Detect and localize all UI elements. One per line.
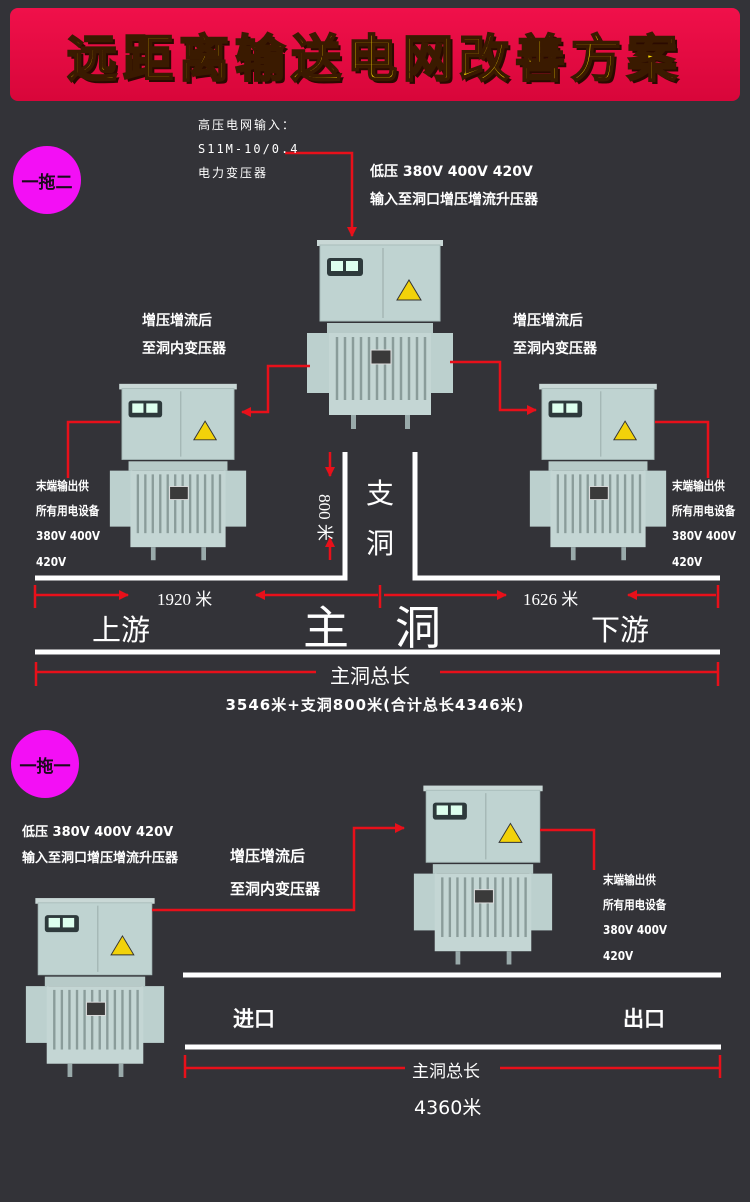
lv-description: 输入至洞口增压增流升压器 — [370, 192, 538, 208]
boost-2-line1: 增压增流后 — [230, 847, 306, 865]
output-label-2: 末端输出供 所有用电设备 380V 400V 420V — [603, 868, 667, 969]
main-tunnel-char-2: 洞 — [395, 603, 441, 654]
upstream-length: 1920 米 — [157, 590, 213, 609]
output-left-line3: 380V 400V — [36, 529, 101, 544]
title-banner: 远距离输送电网改善方案 — [10, 8, 740, 101]
output-left-label: 末端输出供 所有用电设备 380V 400V 420V — [36, 474, 100, 575]
output-right-label: 末端输出供 所有用电设备 380V 400V 420V — [672, 474, 736, 575]
output-left-line4: 420V — [36, 554, 67, 569]
main-total-label-2: 主洞总长 — [412, 1062, 480, 1082]
lv-voltage-2: 低压 380V 400V 420V — [22, 825, 174, 840]
page-title: 远距离输送电网改善方案 — [66, 28, 683, 89]
boost-left-line2: 至洞内变压器 — [142, 341, 226, 357]
hv-input-type: 电力变压器 — [198, 166, 269, 180]
branch-char-1: 支 — [366, 479, 395, 510]
output-left-line1: 末端输出供 — [36, 479, 89, 493]
downstream-length: 1626 米 — [523, 590, 579, 609]
main-tunnel-char-1: 主 — [303, 603, 349, 654]
boost-right-line2: 至洞内变压器 — [513, 341, 597, 357]
boost-left-line1: 增压增流后 — [142, 313, 212, 329]
output-2-line2: 所有用电设备 — [603, 898, 667, 913]
output-left-line2: 所有用电设备 — [36, 504, 100, 519]
hv-input-line: 高压电网输入： — [198, 118, 297, 132]
summary-total: 3546米+支洞800米(合计总长4346米) — [225, 696, 525, 714]
hv-input-model: S11M-10/0.4 — [198, 142, 300, 156]
lv-voltage: 低压 380V 400V 420V — [370, 164, 533, 180]
hv-input-label: 高压电网输入： S11M-10/0.4 电力变压器 — [198, 113, 299, 185]
total-length-2: 4360米 — [414, 1097, 482, 1119]
boost-right-label: 增压增流后 至洞内变压器 — [513, 307, 597, 363]
exit-label: 出口 — [623, 1007, 665, 1031]
output-2-line3: 380V 400V — [603, 923, 668, 938]
output-2-line1: 末端输出供 — [603, 873, 656, 887]
upstream-label: 上游 — [92, 615, 151, 647]
branch-char-2: 洞 — [366, 529, 395, 560]
output-right-line1: 末端输出供 — [672, 479, 725, 493]
boost-2-line2: 至洞内变压器 — [230, 880, 321, 898]
boost-label-2: 增压增流后 至洞内变压器 — [230, 840, 320, 906]
boost-left-label: 增压增流后 至洞内变压器 — [142, 307, 226, 363]
badge-one-to-two: 一拖二 — [13, 146, 81, 214]
lv-description-2: 输入至洞口增压增流升压器 — [22, 851, 179, 866]
branch-label: 支 洞 — [366, 470, 394, 570]
output-right-line2: 所有用电设备 — [672, 504, 736, 519]
output-right-line4: 420V — [672, 554, 703, 569]
main-total-label: 主洞总长 — [330, 666, 410, 688]
output-right-line3: 380V 400V — [672, 529, 737, 544]
lv-input-label: 低压 380V 400V 420V 输入至洞口增压增流升压器 — [370, 158, 538, 214]
output-2-line4: 420V — [603, 948, 634, 963]
lv-input-label-2: 低压 380V 400V 420V 输入至洞口增压增流升压器 — [22, 820, 178, 872]
branch-length: 800 米 — [314, 494, 334, 541]
boost-right-line1: 增压增流后 — [513, 313, 583, 329]
downstream-label: 下游 — [591, 615, 650, 647]
entrance-label: 进口 — [233, 1007, 275, 1031]
badge-one-to-one: 一拖一 — [11, 730, 79, 798]
